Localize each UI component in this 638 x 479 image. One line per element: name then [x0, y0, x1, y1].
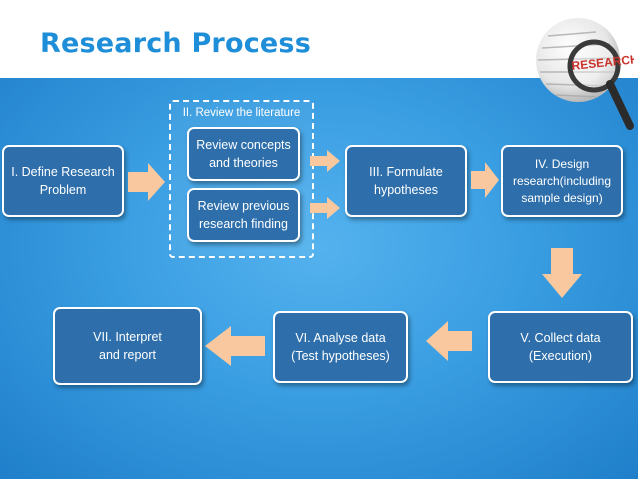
step-text-line: (Test hypotheses) [291, 349, 390, 363]
step-text-line: hypotheses [374, 183, 438, 197]
review-text-line: research finding [199, 217, 288, 231]
step-text-line: V. Collect data [520, 331, 601, 345]
step-interpret-report: VII. Interpret and report [53, 307, 202, 385]
literature-group-label: II. Review the literature [182, 107, 301, 119]
step-text-line: research(including [512, 173, 612, 188]
page-title: Research Process [40, 28, 311, 59]
step-collect-data: V. Collect data (Execution) [488, 311, 633, 383]
step-formulate-hypotheses: III. Formulate hypotheses [345, 145, 467, 217]
diagram-background [0, 78, 638, 479]
arrow-right-icon [128, 163, 165, 201]
arrow-left-icon [205, 326, 265, 366]
arrow-right-icon [310, 197, 340, 219]
review-text-line: Review concepts [196, 138, 291, 152]
review-concepts-box: Review concepts and theories [187, 127, 300, 181]
step-text-line: Problem [39, 183, 87, 197]
literature-group-frame [169, 100, 314, 258]
review-text-line: Review previous [197, 199, 290, 213]
research-logo-icon: RESEARCH [536, 18, 634, 130]
step-text-line: IV. Design [534, 156, 590, 171]
step-text-line: (Execution) [528, 349, 593, 363]
arrow-down-icon [542, 248, 582, 298]
step-text-line: sample design) [521, 190, 603, 205]
step-text-line: I. Define Research [11, 165, 115, 179]
review-text-line: and theories [209, 156, 278, 170]
step-text-line: III. Formulate [369, 165, 443, 179]
logo-text: RESEARCH [571, 52, 634, 73]
step-define-problem: I. Define Research Problem [2, 145, 124, 217]
step-design-research: IV. Design research(including sample des… [501, 145, 623, 217]
step-analyse-data: VI. Analyse data (Test hypotheses) [273, 311, 408, 383]
step-text-line: VI. Analyse data [295, 331, 386, 345]
review-findings-box: Review previous research finding [187, 188, 300, 242]
step-text-line: and report [99, 348, 156, 362]
arrow-left-icon [426, 321, 472, 361]
step-text-line: VII. Interpret [93, 330, 162, 344]
arrow-right-icon [310, 150, 340, 172]
arrow-right-icon [471, 162, 499, 198]
